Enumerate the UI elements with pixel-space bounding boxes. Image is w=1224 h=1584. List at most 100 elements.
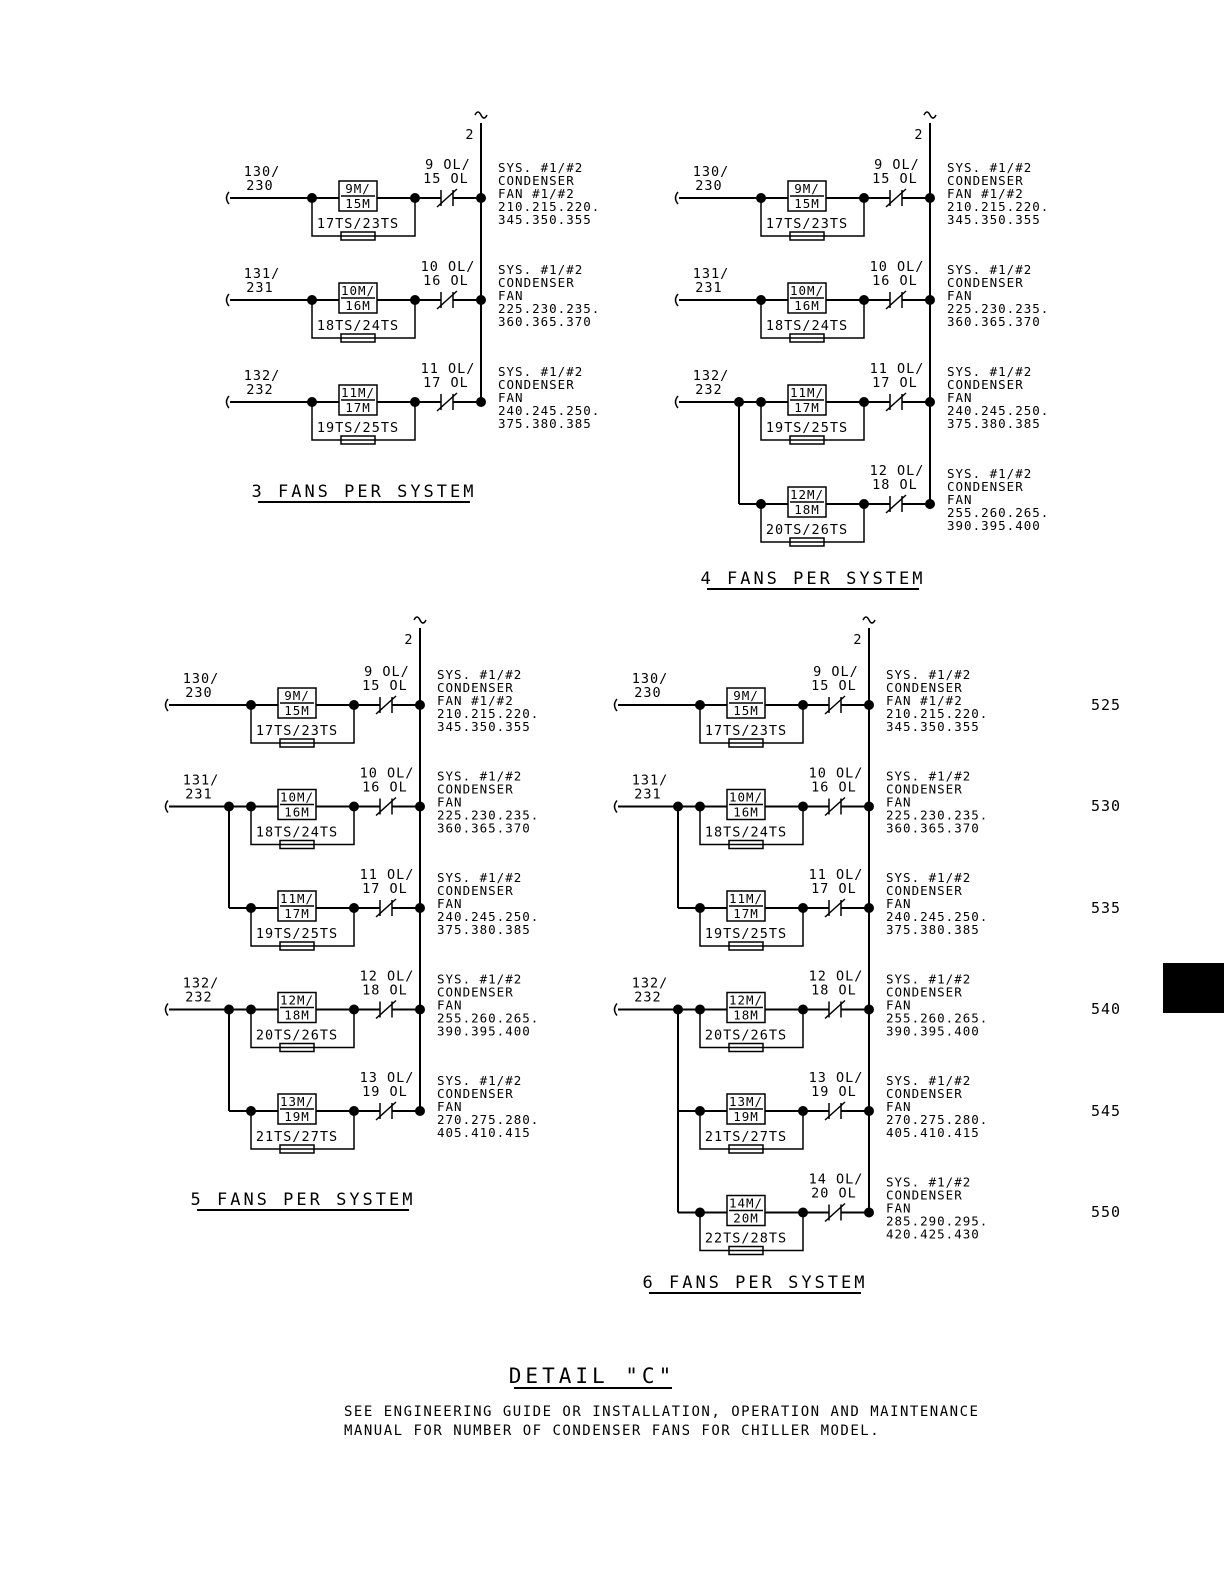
- feed-label: 132/: [632, 976, 669, 992]
- thermal-switch-label: 22TS/28TS: [705, 1231, 787, 1247]
- fan-description: 210.215.220.: [947, 199, 1049, 214]
- fan-description: 420.425.430: [886, 1227, 980, 1242]
- contactor-label: 19M: [284, 1109, 310, 1124]
- contactor-label: 10M/: [341, 283, 375, 298]
- overload-label: 9 OL/: [874, 157, 920, 173]
- thermal-switch-loop: [699, 1009, 804, 1049]
- thermal-switch-label: 18TS/24TS: [705, 825, 787, 841]
- contactor-label: 18M: [733, 1008, 759, 1023]
- fan-description: FAN: [947, 492, 973, 507]
- feed-label: 132/: [183, 976, 220, 992]
- thermal-switch-element: [728, 941, 764, 951]
- overload-contact-slash: [885, 290, 907, 310]
- overload-contact-slash: [824, 898, 846, 918]
- contactor-label: 18M: [284, 1008, 310, 1023]
- fan-description: SYS. #1/#2: [947, 160, 1032, 175]
- contactor-label: 9M/: [794, 181, 820, 196]
- overload-label: 11 OL/: [421, 361, 476, 377]
- overload-label: 13 OL/: [809, 1070, 864, 1086]
- panel-caption: 6 FANS PER SYSTEM: [643, 1273, 868, 1293]
- thermal-switch-label: 21TS/27TS: [256, 1129, 338, 1145]
- overload-label: 12 OL/: [809, 969, 864, 985]
- fan-description: FAN #1/#2: [947, 186, 1024, 201]
- contactor-label: 17M: [794, 400, 820, 415]
- overload-label: 15 OL: [362, 678, 408, 694]
- overload-label: 20 OL: [811, 1186, 857, 1202]
- fan-description: CONDENSER: [498, 275, 575, 290]
- fan-description: FAN: [437, 998, 463, 1013]
- note-line-2: MANUAL FOR NUMBER OF CONDENSER FANS FOR …: [344, 1423, 880, 1439]
- contactor-box: [277, 788, 317, 821]
- feed-label: 231: [246, 280, 273, 296]
- fan-description: CONDENSER: [947, 275, 1024, 290]
- feed-break-symbol: [674, 293, 679, 307]
- fan-description: 345.350.355: [498, 212, 592, 227]
- overload-label: 16 OL: [362, 780, 408, 796]
- thermal-switch-label: 20TS/26TS: [705, 1028, 787, 1044]
- feed-label: 230: [246, 178, 273, 194]
- fan-description: 210.215.220.: [498, 199, 600, 214]
- overload-label: 19 OL: [362, 1084, 408, 1100]
- contactor-label: 11M/: [729, 891, 763, 906]
- fan-description: 360.365.370: [886, 821, 980, 836]
- thermal-switch-label: 19TS/25TS: [317, 420, 399, 436]
- fan-description: 270.275.280.: [886, 1112, 988, 1127]
- fan-description: CONDENSER: [886, 1086, 963, 1101]
- thermal-switch-loop: [311, 402, 416, 441]
- thermal-switch-loop: [311, 198, 416, 237]
- fan-description: FAN: [498, 288, 524, 303]
- thermal-switch-element: [279, 839, 315, 850]
- feed-break-symbol: [613, 1003, 618, 1016]
- overload-label: 17 OL: [362, 881, 408, 897]
- contactor-box: [277, 890, 317, 922]
- contactor-label: 15M: [794, 196, 820, 211]
- fan-description: FAN: [947, 390, 973, 405]
- overload-contact-slash: [824, 999, 846, 1020]
- thermal-switch-element: [728, 1042, 764, 1053]
- overload-contact-slash: [436, 188, 458, 208]
- overload-label: 10 OL/: [809, 766, 864, 782]
- overload-label: 11 OL/: [809, 867, 864, 883]
- fan-description: SYS. #1/#2: [886, 1175, 971, 1190]
- thermal-switch-loop: [699, 705, 804, 744]
- fan-description: CONDENSER: [437, 985, 514, 1000]
- fan-description: FAN: [437, 896, 463, 911]
- bus-break-symbol: [923, 111, 937, 119]
- overload-label: 17 OL: [423, 375, 469, 391]
- contactor-label: 10M/: [280, 790, 314, 805]
- fan-description: CONDENSER: [947, 173, 1024, 188]
- contactor-box: [787, 180, 827, 212]
- contactor-label: 18M: [794, 502, 820, 517]
- thermal-switch-element: [340, 231, 376, 241]
- contactor-label: 9M/: [284, 688, 310, 703]
- contactor-box: [726, 687, 766, 719]
- feed-break-symbol: [225, 293, 230, 307]
- overload-label: 11 OL/: [870, 361, 925, 377]
- bus-label: 2: [853, 632, 862, 648]
- feed-label: 131/: [632, 773, 669, 789]
- fan-description: SYS. #1/#2: [886, 870, 971, 885]
- fan-description: SYS. #1/#2: [498, 364, 583, 379]
- fan-description: FAN: [886, 795, 912, 810]
- overload-contact-slash: [824, 1202, 846, 1223]
- feed-break-symbol: [674, 395, 679, 409]
- fan-description: 225.230.235.: [947, 301, 1049, 316]
- contactor-box: [726, 1194, 766, 1227]
- fan-description: SYS. #1/#2: [437, 667, 522, 682]
- contactor-label: 17M: [733, 906, 759, 921]
- contactor-box: [277, 1093, 317, 1125]
- contactor-box: [726, 1093, 766, 1125]
- bus-label: 2: [465, 127, 474, 143]
- feed-label: 230: [695, 178, 722, 194]
- overload-label: 18 OL: [811, 983, 857, 999]
- fan-description: FAN: [886, 1201, 912, 1216]
